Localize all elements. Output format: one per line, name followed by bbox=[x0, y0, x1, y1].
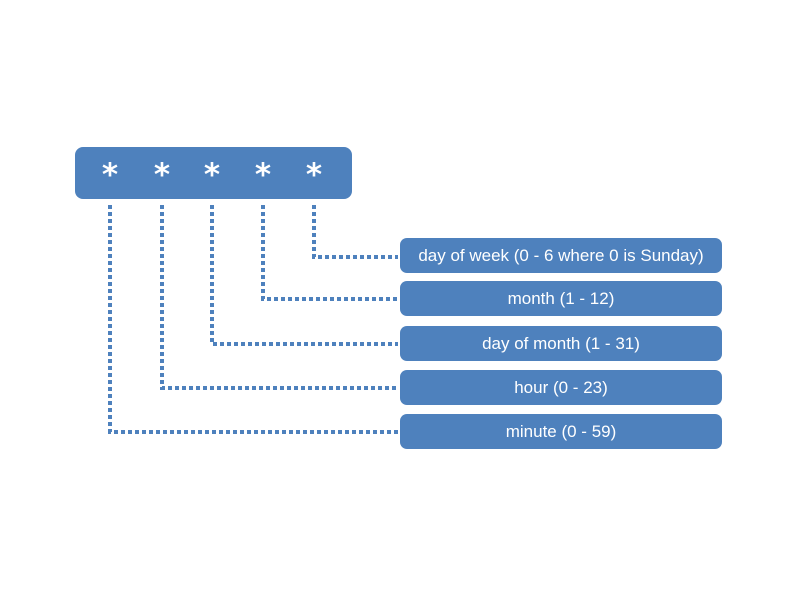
label-day-of-week: day of week (0 - 6 where 0 is Sunday) bbox=[400, 238, 722, 273]
minute-field: * bbox=[101, 157, 119, 193]
cron-expression-box: * * * * * bbox=[75, 147, 352, 199]
label-month: month (1 - 12) bbox=[400, 281, 722, 316]
connector-minute bbox=[108, 205, 398, 434]
connector-day-of-month bbox=[210, 205, 398, 346]
hour-field: * bbox=[153, 157, 171, 193]
label-minute: minute (0 - 59) bbox=[400, 414, 722, 449]
connector-month bbox=[261, 205, 398, 301]
month-field: * bbox=[254, 157, 272, 193]
label-hour: hour (0 - 23) bbox=[400, 370, 722, 405]
label-day-of-month: day of month (1 - 31) bbox=[400, 326, 722, 361]
connector-hour bbox=[160, 205, 398, 390]
day-of-month-field: * bbox=[203, 157, 221, 193]
day-of-week-field: * bbox=[305, 157, 323, 193]
connector-day-of-week bbox=[312, 205, 398, 259]
